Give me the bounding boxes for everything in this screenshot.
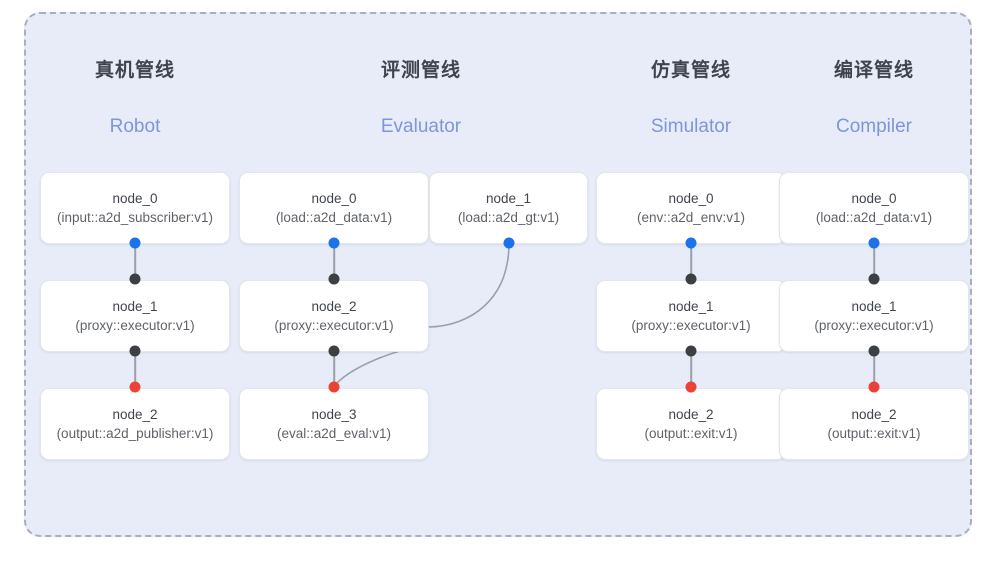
- wire-compiler-0-1: [873, 243, 875, 278]
- port-output-robot-0[interactable]: [129, 237, 141, 249]
- node-subtitle: (load::a2d_data:v1): [275, 210, 393, 225]
- column-title-zh-robot: 真机管线: [94, 60, 175, 81]
- port-output-compiler-0[interactable]: [868, 237, 880, 249]
- node-title: node_1: [668, 299, 714, 314]
- port-output-simulator-0[interactable]: [685, 237, 697, 249]
- node-simulator-0[interactable]: node_0 (env::a2d_env:v1): [596, 172, 786, 244]
- port-output-evaluator-2[interactable]: [328, 345, 340, 357]
- node-subtitle: (input::a2d_subscriber:v1): [56, 210, 214, 225]
- node-simulator-1[interactable]: node_1 (proxy::executor:v1): [596, 280, 786, 352]
- node-subtitle: (eval::a2d_eval:v1): [276, 426, 392, 441]
- node-subtitle: (output::exit:v1): [644, 426, 738, 441]
- port-output-compiler-1[interactable]: [868, 345, 880, 357]
- column-title-en-simulator: Simulator: [650, 116, 732, 137]
- wire-simulator-1-2: [690, 351, 692, 386]
- node-robot-1[interactable]: node_1 (proxy::executor:v1): [40, 280, 230, 352]
- wire-simulator-0-1: [690, 243, 692, 278]
- column-header-evaluator: 评测管线 Evaluator: [321, 58, 521, 140]
- node-title: node_2: [851, 407, 897, 422]
- node-title: node_0: [112, 191, 158, 206]
- port-input-evaluator-2[interactable]: [328, 273, 340, 285]
- port-input-compiler-1[interactable]: [868, 273, 880, 285]
- node-evaluator-3[interactable]: node_3 (eval::a2d_eval:v1): [239, 388, 429, 460]
- column-header-compiler: 编译管线 Compiler: [774, 58, 974, 140]
- node-title: node_2: [668, 407, 714, 422]
- column-header-robot: 真机管线 Robot: [35, 58, 235, 140]
- node-robot-2[interactable]: node_2 (output::a2d_publisher:v1): [40, 388, 230, 460]
- node-title: node_1: [112, 299, 158, 314]
- node-subtitle: (proxy::executor:v1): [814, 318, 934, 333]
- node-compiler-0[interactable]: node_0 (load::a2d_data:v1): [779, 172, 969, 244]
- port-terminal-evaluator-3[interactable]: [328, 381, 340, 393]
- column-title-zh-evaluator: 评测管线: [380, 60, 461, 81]
- wire-robot-0-1: [134, 243, 136, 278]
- port-output-robot-1[interactable]: [129, 345, 141, 357]
- node-title: node_1: [485, 191, 532, 206]
- node-compiler-1[interactable]: node_1 (proxy::executor:v1): [779, 280, 969, 352]
- node-subtitle: (load::a2d_gt:v1): [457, 210, 560, 225]
- port-output-evaluator-0[interactable]: [328, 237, 340, 249]
- wire-robot-1-2: [134, 351, 136, 386]
- node-title: node_2: [311, 299, 357, 314]
- node-evaluator-0[interactable]: node_0 (load::a2d_data:v1): [239, 172, 429, 244]
- node-evaluator-2[interactable]: node_2 (proxy::executor:v1): [239, 280, 429, 352]
- node-simulator-2[interactable]: node_2 (output::exit:v1): [596, 388, 786, 460]
- node-robot-0[interactable]: node_0 (input::a2d_subscriber:v1): [40, 172, 230, 244]
- node-subtitle: (output::a2d_publisher:v1): [56, 426, 214, 441]
- node-subtitle: (proxy::executor:v1): [631, 318, 751, 333]
- column-title-zh-simulator: 仿真管线: [650, 60, 731, 81]
- column-header-simulator: 仿真管线 Simulator: [591, 58, 791, 140]
- port-input-robot-1[interactable]: [129, 273, 141, 285]
- wire-compiler-1-2: [873, 351, 875, 386]
- node-title: node_2: [112, 407, 158, 422]
- port-terminal-simulator-2[interactable]: [685, 381, 697, 393]
- node-title: node_3: [311, 407, 357, 422]
- port-output-evaluator-1[interactable]: [503, 237, 515, 249]
- port-terminal-compiler-2[interactable]: [868, 381, 880, 393]
- column-title-en-evaluator: Evaluator: [380, 116, 462, 137]
- node-subtitle: (output::exit:v1): [827, 426, 921, 441]
- column-title-zh-compiler: 编译管线: [833, 60, 914, 81]
- port-output-simulator-1[interactable]: [685, 345, 697, 357]
- port-terminal-robot-2[interactable]: [129, 381, 141, 393]
- node-subtitle: (env::a2d_env:v1): [636, 210, 746, 225]
- node-title: node_0: [668, 191, 714, 206]
- node-title: node_0: [851, 191, 897, 206]
- node-subtitle: (proxy::executor:v1): [274, 318, 394, 333]
- column-title-en-robot: Robot: [109, 116, 161, 137]
- node-evaluator-1[interactable]: node_1 (load::a2d_gt:v1): [429, 172, 588, 244]
- node-compiler-2[interactable]: node_2 (output::exit:v1): [779, 388, 969, 460]
- node-subtitle: (proxy::executor:v1): [75, 318, 195, 333]
- column-title-en-compiler: Compiler: [835, 116, 913, 137]
- node-title: node_1: [851, 299, 897, 314]
- node-title: node_0: [311, 191, 357, 206]
- port-input-simulator-1[interactable]: [685, 273, 697, 285]
- node-subtitle: (load::a2d_data:v1): [815, 210, 933, 225]
- wire-evaluator-0-2: [333, 243, 335, 278]
